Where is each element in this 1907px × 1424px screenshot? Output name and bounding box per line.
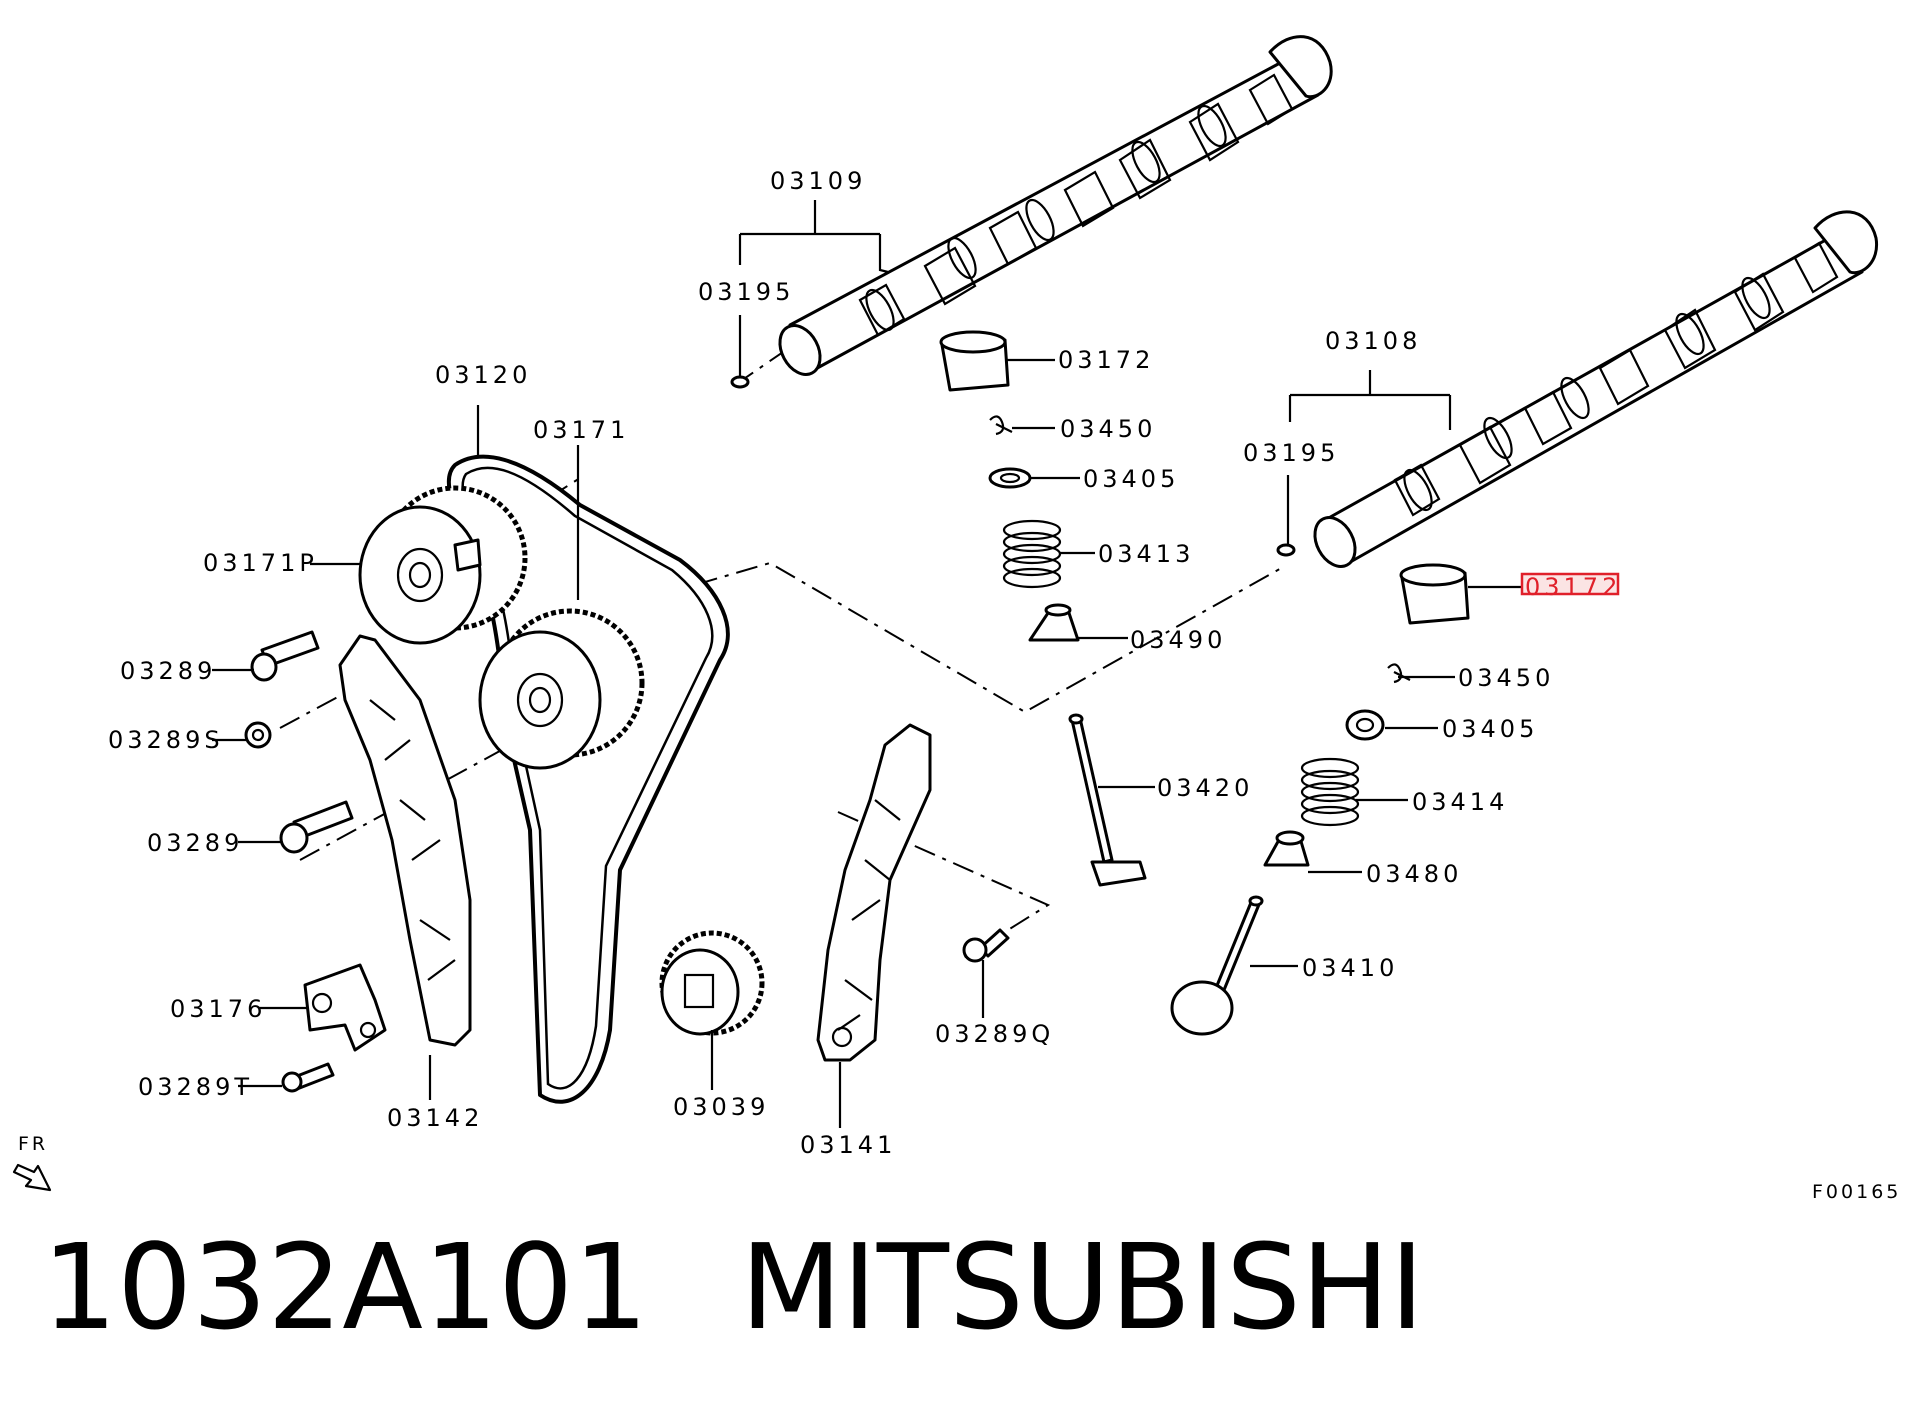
sprocket-03171p[interactable] (358, 485, 528, 645)
label-03450-b[interactable]: 03450 (1458, 664, 1554, 692)
valve-03420[interactable] (1068, 713, 1147, 887)
label-03410[interactable]: 03410 (1302, 954, 1398, 982)
valve-03410[interactable] (1170, 895, 1264, 1036)
label-03142[interactable]: 03142 (387, 1104, 483, 1132)
retainer-lock-03450-a[interactable] (989, 415, 1013, 436)
chain-guide-03141[interactable] (816, 723, 932, 1062)
label-03450-a[interactable]: 03450 (1060, 415, 1156, 443)
bolt-03289s[interactable] (244, 721, 272, 749)
label-03420[interactable]: 03420 (1157, 774, 1253, 802)
label-03195-b[interactable]: 03195 (1243, 439, 1339, 467)
valve-lifter-03172-b[interactable] (1399, 563, 1470, 625)
part-number: 1032A101 (42, 1218, 649, 1356)
label-03289-a[interactable]: 03289 (120, 657, 216, 685)
label-03414[interactable]: 03414 (1412, 788, 1508, 816)
label-03176[interactable]: 03176 (170, 995, 266, 1023)
bolt-03289t[interactable] (281, 1062, 335, 1093)
camshaft-03108[interactable] (1307, 210, 1879, 574)
label-03141[interactable]: 03141 (800, 1131, 896, 1159)
bolt-03289q[interactable] (962, 928, 1010, 963)
brand-name: MITSUBISHI (740, 1218, 1425, 1356)
valve-spring-03413[interactable] (1002, 519, 1062, 589)
pin-03195-a[interactable] (730, 375, 750, 389)
label-03171[interactable]: 03171 (533, 416, 629, 444)
label-03289t[interactable]: 03289T (138, 1073, 253, 1101)
sprocket-03171[interactable] (478, 608, 645, 770)
leader-lines (212, 200, 1525, 1128)
retainer-lock-03450-b[interactable] (1387, 663, 1411, 684)
figure-code: F00165 (1812, 1181, 1901, 1203)
label-03405-a[interactable]: 03405 (1083, 465, 1179, 493)
highlight-box-03172-b (1520, 572, 1620, 596)
label-03195-a[interactable]: 03195 (698, 278, 794, 306)
label-03289-b[interactable]: 03289 (147, 829, 243, 857)
label-03405-b[interactable]: 03405 (1442, 715, 1538, 743)
valve-seal-03480[interactable] (1263, 830, 1310, 867)
chain-guide-03142[interactable] (338, 634, 472, 1047)
fr-label: FR (18, 1133, 48, 1155)
valve-lifter-03172-a[interactable] (939, 330, 1010, 392)
crank-sprocket-03039[interactable] (659, 930, 765, 1036)
bolt-03289-a[interactable] (250, 630, 320, 682)
label-03109[interactable]: 03109 (770, 167, 866, 195)
label-03289q[interactable]: 03289Q (935, 1020, 1054, 1048)
label-03120[interactable]: 03120 (435, 361, 531, 389)
label-03172-b[interactable]: 03172 (1525, 573, 1621, 601)
valve-seal-03490[interactable] (1028, 603, 1080, 642)
camshaft-03109[interactable] (772, 35, 1333, 382)
front-direction-indicator: FR (12, 1133, 52, 1192)
fr-arrow-icon (12, 1163, 52, 1192)
bolt-03289-b[interactable] (279, 800, 354, 854)
part-labels: 03109 03195 03172 03120 03171 03450 0340… (108, 167, 1621, 1159)
label-03172-a[interactable]: 03172 (1058, 346, 1154, 374)
label-03413[interactable]: 03413 (1098, 540, 1194, 568)
valve-spring-03414[interactable] (1300, 757, 1360, 827)
label-03171p[interactable]: 03171P (203, 549, 318, 577)
spring-retainer-03405-b[interactable] (1345, 709, 1385, 741)
chain-tensioner-03176[interactable] (303, 963, 387, 1052)
label-03108[interactable]: 03108 (1325, 327, 1421, 355)
label-03289s[interactable]: 03289S (108, 726, 224, 754)
pin-03195-b[interactable] (1276, 543, 1296, 557)
spring-retainer-03405-a[interactable] (988, 467, 1032, 489)
label-03490[interactable]: 03490 (1130, 626, 1226, 654)
label-03480[interactable]: 03480 (1366, 860, 1462, 888)
label-03039[interactable]: 03039 (673, 1093, 769, 1121)
